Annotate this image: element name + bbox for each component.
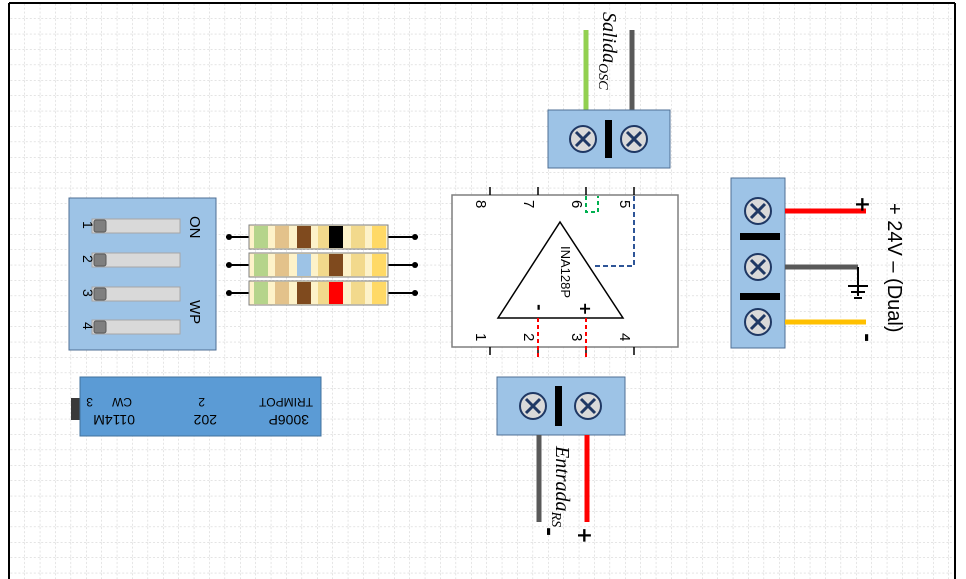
trimpot-code-202: 202	[193, 412, 217, 428]
dip-slot-2	[91, 252, 181, 268]
resistor-band	[318, 254, 332, 276]
trimpot-code-0114m: 0114M	[93, 412, 135, 428]
screw-terminal-icon	[519, 392, 547, 420]
resistor-band	[254, 282, 268, 304]
trimpot-code-3006p: 3006P	[269, 412, 309, 428]
trimpot-label-trimpot: TRIMPOT	[258, 395, 313, 409]
resistor-band	[318, 282, 332, 304]
pin-number-6: 6	[568, 200, 585, 208]
pin-number-3: 3	[568, 333, 585, 341]
dip-toggle-4	[93, 320, 107, 334]
resistor-band	[297, 226, 311, 248]
dip-switch: ON WP 1 2 3 4	[68, 197, 217, 351]
pin-number-7: 7	[520, 200, 537, 208]
trimpot: 3006P 202 0114M TRIMPOT 2 CW 3	[71, 376, 322, 437]
resistor-band	[275, 226, 289, 248]
trace-blue-pin5	[592, 196, 635, 267]
pin-number-5: 5	[616, 200, 633, 208]
resistor-lead-end	[226, 234, 232, 240]
terminal-divider	[605, 120, 612, 158]
input-minus-sign: -	[536, 527, 561, 536]
resistor-lead-end	[412, 290, 418, 296]
trimpot-text: 3006P 202 0114M TRIMPOT 2 CW 3	[86, 395, 313, 428]
pin-number-4: 4	[616, 333, 633, 341]
dip-number-4: 4	[80, 322, 96, 330]
trimpot-pin-3: 3	[86, 395, 93, 409]
power-plus-sign: +	[851, 196, 875, 213]
resistor-band	[372, 254, 386, 276]
opamp-triangle-icon	[496, 220, 625, 319]
resistor-band	[329, 282, 343, 304]
screw-terminal-icon	[744, 308, 772, 336]
terminal-divider	[740, 293, 780, 300]
screw-terminal-icon	[744, 253, 772, 281]
input-plus-mark: +	[576, 302, 595, 315]
resistor-band	[351, 226, 365, 248]
resistor-band	[297, 254, 311, 276]
dip-number-2: 2	[80, 255, 96, 263]
dip-slot-3	[91, 286, 181, 302]
ground-icon	[848, 267, 868, 299]
output-connector: SalidaOSC	[547, 12, 671, 169]
chip-name: INA128P	[558, 246, 573, 298]
ina128p-chip: 8 7 6 5 1 2 3 4 INA128P - +	[451, 187, 679, 358]
resistor-band	[275, 254, 289, 276]
input-plus-sign: +	[573, 527, 597, 544]
resistor-band	[275, 282, 289, 304]
resistor-band	[351, 282, 365, 304]
dip-number-1: 1	[80, 221, 96, 229]
resistor-band	[329, 254, 343, 276]
power-label: + 24V – (Dual)	[883, 203, 905, 333]
resistor-lead-end	[226, 262, 232, 268]
trimpot-body	[79, 376, 322, 437]
screw-terminal-icon	[620, 125, 648, 153]
resistor-band	[351, 254, 365, 276]
terminal-divider	[555, 386, 562, 426]
dip-on-label: ON	[186, 216, 203, 239]
resistor-band	[254, 254, 268, 276]
pin-number-2: 2	[520, 333, 537, 341]
dip-toggle-1	[93, 219, 107, 233]
trace-green-pin6	[585, 196, 599, 213]
resistor-lead-end	[412, 234, 418, 240]
dip-number-3: 3	[80, 289, 96, 297]
power-minus-sign: -	[854, 333, 879, 342]
trimpot-cw-label: CW	[111, 395, 132, 409]
resistor-lead-end	[412, 262, 418, 268]
resistor-band	[372, 226, 386, 248]
resistor-band	[254, 226, 268, 248]
resistor-band	[318, 226, 332, 248]
dip-toggle-3	[93, 287, 107, 301]
input-label: EntradaRS	[548, 445, 573, 527]
output-label: SalidaOSC	[595, 12, 620, 90]
pin-number-8: 8	[472, 200, 489, 208]
terminal-divider	[740, 233, 780, 240]
dip-slot-4	[91, 319, 181, 335]
resistor-band	[372, 282, 386, 304]
screw-terminal-icon	[574, 392, 602, 420]
dip-wp-label: WP	[186, 300, 203, 324]
power-connector: + - + 24V – (Dual)	[730, 177, 905, 349]
input-connector: - + EntradaRS	[496, 376, 626, 544]
input-minus-mark: -	[530, 304, 549, 311]
screw-terminal-icon	[744, 197, 772, 225]
resistor-lead-end	[226, 290, 232, 296]
pin-number-1: 1	[472, 333, 489, 341]
trimpot-pin-2: 2	[198, 395, 205, 409]
resistor-band	[297, 282, 311, 304]
trimpot-screw	[71, 398, 80, 420]
dip-toggle-2	[93, 253, 107, 267]
dip-slot-1	[91, 218, 181, 234]
resistor-array	[226, 224, 418, 306]
screw-terminal-icon	[569, 125, 597, 153]
resistor-band	[329, 226, 343, 248]
